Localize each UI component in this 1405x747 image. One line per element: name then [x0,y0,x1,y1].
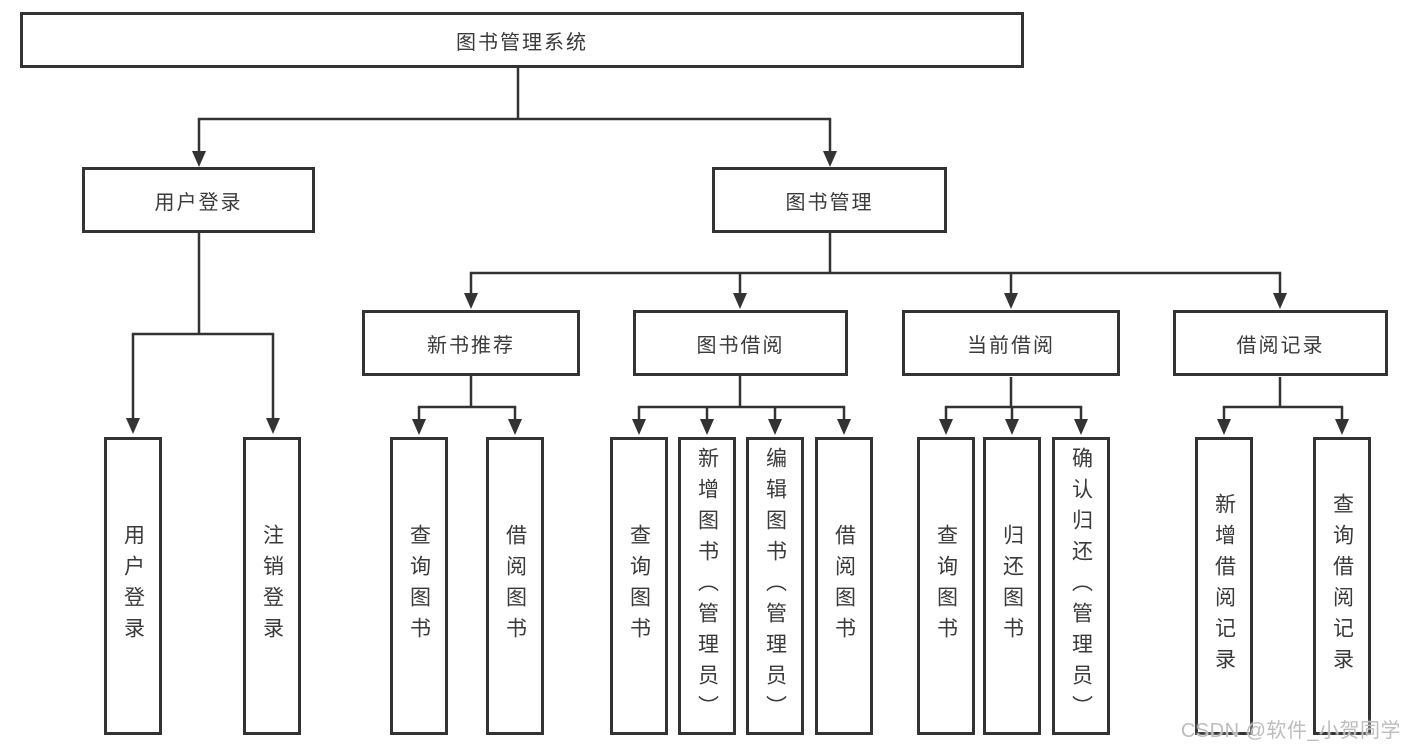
node-book-management: 图书管理 [712,167,947,233]
arrowhead [412,419,426,435]
leaf-borrow-books: 借阅图书 [815,437,873,735]
leaf-label: 编辑图书（管理员） [763,446,787,726]
arrowhead [464,293,478,309]
arrowhead [266,418,280,434]
arrowhead [1335,419,1349,435]
leaf-query-books-borrow: 查询图书 [610,437,668,735]
node-user-login: 用户登录 [82,167,315,233]
leaf-label: 查询图书 [934,524,958,648]
arrowhead [823,151,837,167]
leaf-edit-book-admin: 编辑图书（管理员） [746,437,804,735]
leaf-label: 借阅图书 [832,524,856,648]
leaf-label: 查询图书 [627,524,651,648]
arrowhead [700,419,714,435]
arrowhead [1004,293,1018,309]
leaf-confirm-return-admin: 确认归还（管理员） [1052,437,1110,735]
arrowhead [1005,419,1019,435]
leaf-label: 借阅图书 [503,524,527,648]
arrowhead [1273,293,1287,309]
csdn-watermark: CSDN @软件_小贺同学 [1180,720,1401,742]
leaf-add-borrow-record: 新增借阅记录 [1195,437,1253,735]
arrowhead [508,419,522,435]
leaf-label: 确认归还（管理员） [1069,446,1093,726]
arrowhead [837,419,851,435]
leaf-borrow-books-recommend: 借阅图书 [486,437,544,735]
arrowhead [733,293,747,309]
leaf-label: 用户登录 [121,524,145,648]
arrowhead [939,419,953,435]
arrowhead [632,419,646,435]
leaf-add-book-admin: 新增图书（管理员） [678,437,736,735]
leaf-query-books-recommend: 查询图书 [390,437,448,735]
leaf-query-books-current: 查询图书 [917,437,975,735]
leaf-query-borrow-record: 查询借阅记录 [1313,437,1371,735]
leaf-label: 查询借阅记录 [1330,493,1354,679]
leaf-user-login: 用户登录 [104,437,162,735]
arrowhead [768,419,782,435]
leaf-label: 注销登录 [260,524,284,648]
arrowhead [192,151,206,167]
leaf-label: 查询图书 [407,524,431,648]
leaf-label: 归还图书 [1000,524,1024,648]
arrowhead [126,418,140,434]
leaf-return-book: 归还图书 [983,437,1041,735]
node-borrow-record: 借阅记录 [1173,310,1388,376]
leaf-label: 新增借阅记录 [1212,493,1236,679]
leaf-label: 新增图书（管理员） [695,446,719,726]
node-book-borrow: 图书借阅 [633,310,848,376]
arrowhead [1217,419,1231,435]
arrowhead [1074,419,1088,435]
node-current-borrow: 当前借阅 [902,310,1120,376]
leaf-logout: 注销登录 [243,437,301,735]
node-new-book-recommend: 新书推荐 [362,310,580,376]
node-root: 图书管理系统 [20,12,1024,68]
